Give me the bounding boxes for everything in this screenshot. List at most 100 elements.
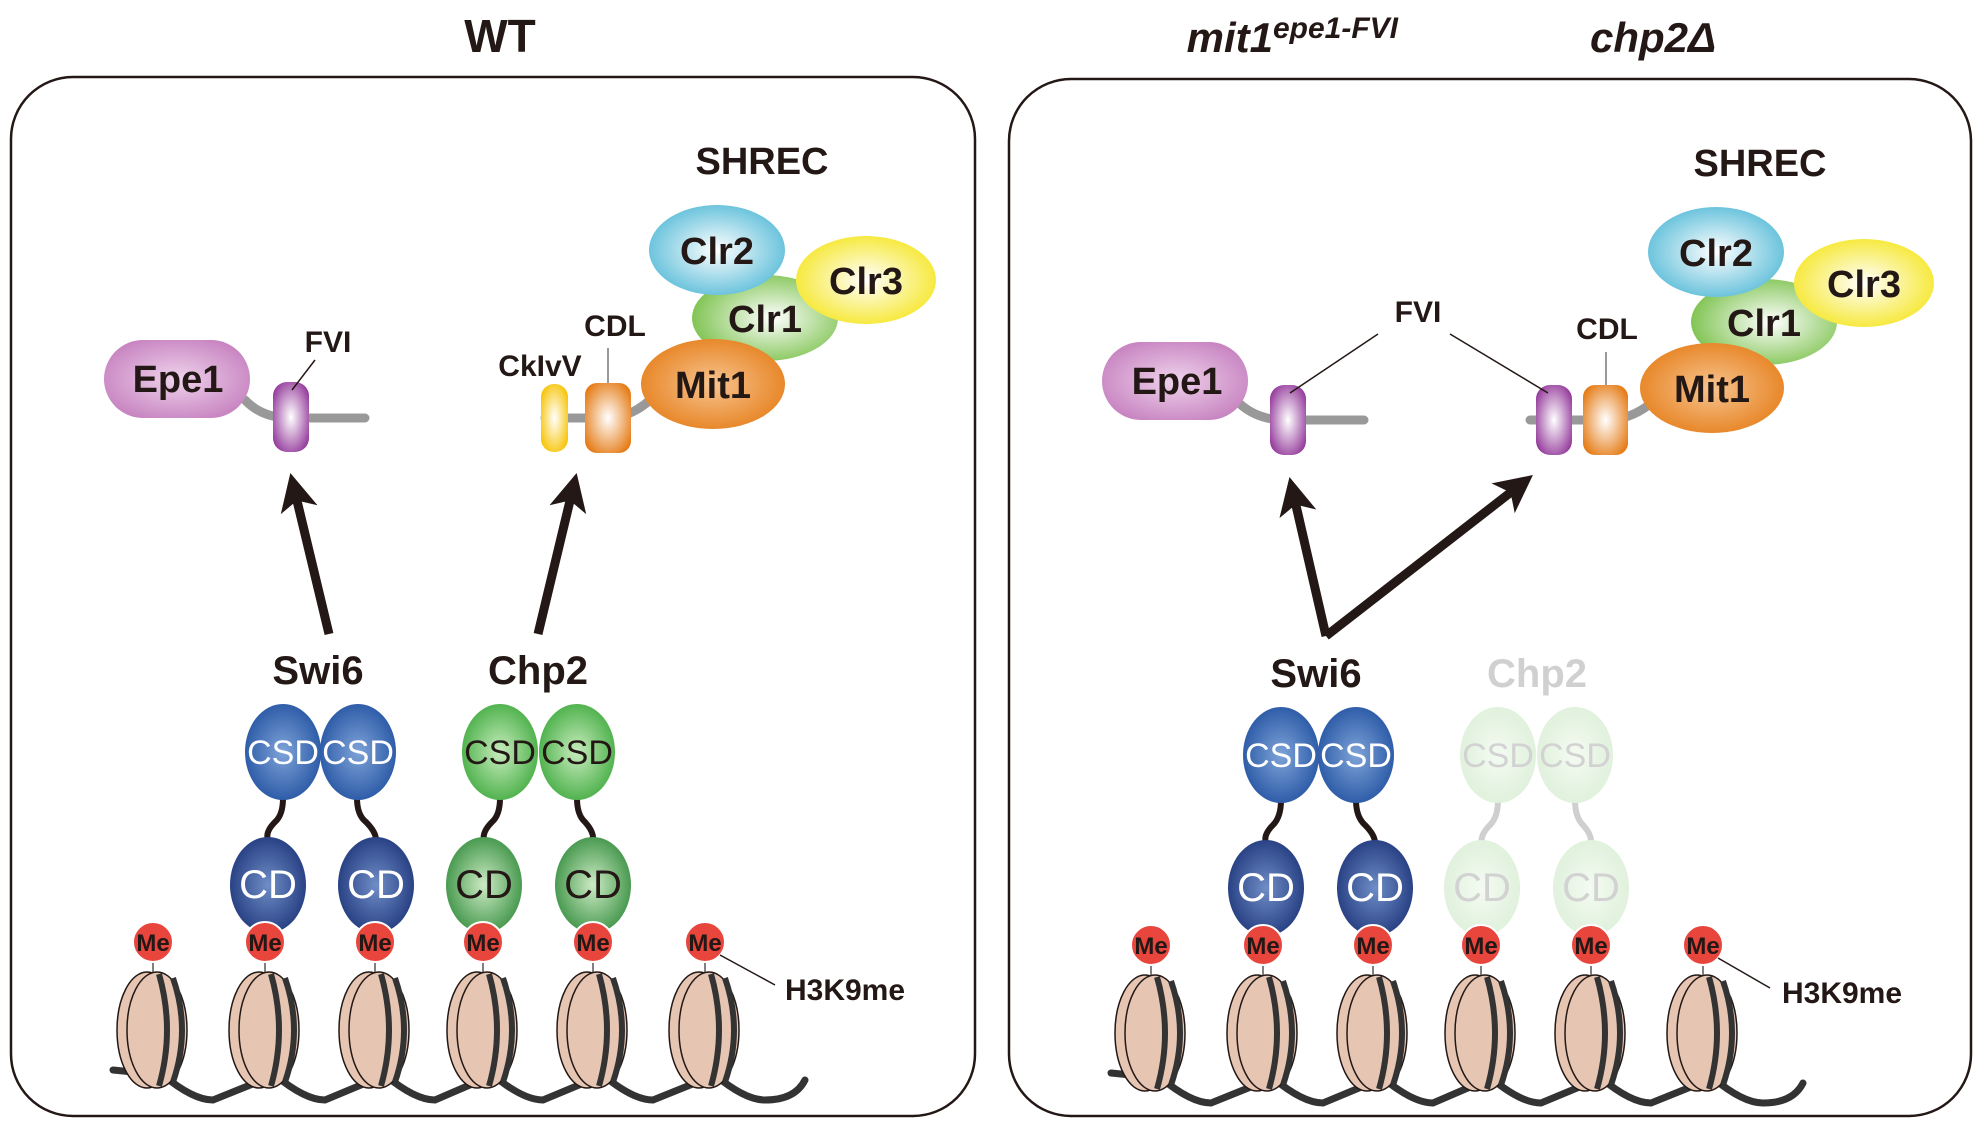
- dna-wrap: [170, 977, 185, 1083]
- methyl-label: Me: [248, 930, 281, 957]
- dna-wrap: [1498, 980, 1513, 1086]
- dna-wrap: [610, 977, 625, 1083]
- methyl-circle: [1130, 924, 1172, 966]
- swi6-dimer: CSD CSD CD CD: [230, 704, 414, 933]
- methyl-label: Me: [1574, 933, 1607, 960]
- histone-core: [1346, 974, 1408, 1092]
- shrec-label: SHREC: [1693, 143, 1826, 185]
- dna-wrap: [500, 977, 515, 1083]
- swi6-dimer: CSD CSD CD CD: [1228, 707, 1413, 936]
- methyl-label: Me: [1134, 933, 1167, 960]
- nucleosome: [116, 971, 188, 1089]
- cd-label: CD: [239, 863, 297, 907]
- panel-frame: [9, 75, 977, 1118]
- chp2-csd: [1537, 707, 1613, 803]
- dna-wrap: [282, 977, 297, 1083]
- methyl-mark: Me: [1460, 924, 1502, 966]
- swi6-hinge: [264, 797, 286, 842]
- nucleosome: [1554, 974, 1626, 1092]
- h3k9me-label: H3K9me: [1782, 977, 1902, 1010]
- histone-core: [238, 971, 300, 1089]
- dna-wrap: [596, 973, 610, 1087]
- methyl-circle: [572, 921, 614, 963]
- shrec-label: SHREC: [695, 141, 828, 183]
- nucleosome: [1114, 974, 1186, 1092]
- cd-label: CD: [1346, 866, 1404, 910]
- cdl-domain: [1583, 385, 1628, 455]
- methyl-label: Me: [1246, 933, 1279, 960]
- swi6-label: Swi6: [1270, 652, 1361, 696]
- arrow-swi6-to-epe1: [280, 472, 334, 636]
- chp2-csd: [539, 704, 615, 800]
- dna-wrap: [268, 973, 282, 1087]
- methyl-mark: Me: [1570, 924, 1612, 966]
- fvi-motif: [1270, 385, 1306, 455]
- histone-core: [1124, 974, 1186, 1092]
- chp2-label: Chp2: [488, 649, 588, 693]
- swi6-csd: [1243, 707, 1319, 803]
- dna-wrap: [486, 973, 500, 1087]
- methyl-circle: [132, 921, 174, 963]
- cdl-domain: [585, 383, 631, 453]
- mutant-deletion: chp2Δ: [1590, 14, 1716, 61]
- panel-frame: [1007, 77, 1973, 1118]
- swi6-hinge: [354, 797, 379, 841]
- mit1-label: Mit1: [675, 365, 751, 407]
- methyl-label: Me: [1464, 933, 1497, 960]
- chp2-cd: [1444, 840, 1520, 936]
- methyl-mark: Me: [1242, 924, 1284, 966]
- clr3-subunit: [1794, 239, 1934, 327]
- methyl-mark: Me: [462, 921, 504, 963]
- dna-wrap: [1266, 976, 1280, 1090]
- clr2-subunit: [1648, 207, 1784, 297]
- dna-wrap: [1594, 976, 1608, 1090]
- dna-wrap: [1154, 976, 1168, 1090]
- methyl-circle: [354, 921, 396, 963]
- histone-core: [126, 971, 188, 1089]
- fvi-motif: [273, 382, 309, 452]
- histone-core: [1454, 974, 1516, 1092]
- nucleosome: [228, 971, 300, 1089]
- clr1-label: Clr1: [728, 299, 802, 341]
- dna-wrap: [1280, 980, 1295, 1086]
- histone-core: [1676, 974, 1738, 1092]
- cd-label: CD: [1453, 866, 1511, 910]
- panel-wt: WT SHREC Clr2 Clr3 Clr1 Mit1 CDL CkIvV E…: [9, 10, 977, 1118]
- clr2-label: Clr2: [1679, 233, 1753, 275]
- chp2-dimer-deleted: CSD CSD CD CD: [1444, 707, 1629, 936]
- clr1-label: Clr1: [1727, 303, 1801, 345]
- dna-wrap: [156, 973, 170, 1087]
- histone-core: [678, 971, 740, 1089]
- h3k9me-label: H3K9me: [785, 974, 905, 1007]
- methyl-label: Me: [466, 930, 499, 957]
- methyl-label: Me: [136, 930, 169, 957]
- methyl-circle: [244, 921, 286, 963]
- swi6-csd: [1318, 707, 1394, 803]
- chp2-csd: [1460, 707, 1536, 803]
- swi6-cd: [1337, 840, 1413, 936]
- cklvv-label: CkIvV: [498, 350, 581, 383]
- methyl-mark: Me: [354, 921, 396, 963]
- nucleosome: [1444, 974, 1516, 1092]
- cdl-label: CDL: [1576, 313, 1638, 346]
- methyl-circle: [1242, 924, 1284, 966]
- nucleosome: [1226, 974, 1298, 1092]
- mutant-allele: epe1-FVI: [1273, 12, 1399, 45]
- clr3-label: Clr3: [829, 261, 903, 303]
- chp2-dimer: CSD CSD CD CD: [446, 704, 631, 933]
- csd-label: CSD: [1320, 737, 1392, 775]
- arrow-swi6-to-mit1: [1323, 475, 1533, 640]
- methyl-circle: [462, 921, 504, 963]
- csd-label: CSD: [322, 734, 394, 772]
- swi6-cd: [230, 837, 306, 933]
- methyl-circle: [1460, 924, 1502, 966]
- csd-label: CSD: [464, 734, 536, 772]
- swi6-hinge: [1262, 799, 1284, 845]
- swi6-label: Swi6: [272, 649, 363, 693]
- clr2-subunit: [649, 205, 785, 295]
- cd-label: CD: [1562, 866, 1620, 910]
- mit1-label: Mit1: [1674, 369, 1750, 411]
- dna-wrap: [392, 977, 407, 1083]
